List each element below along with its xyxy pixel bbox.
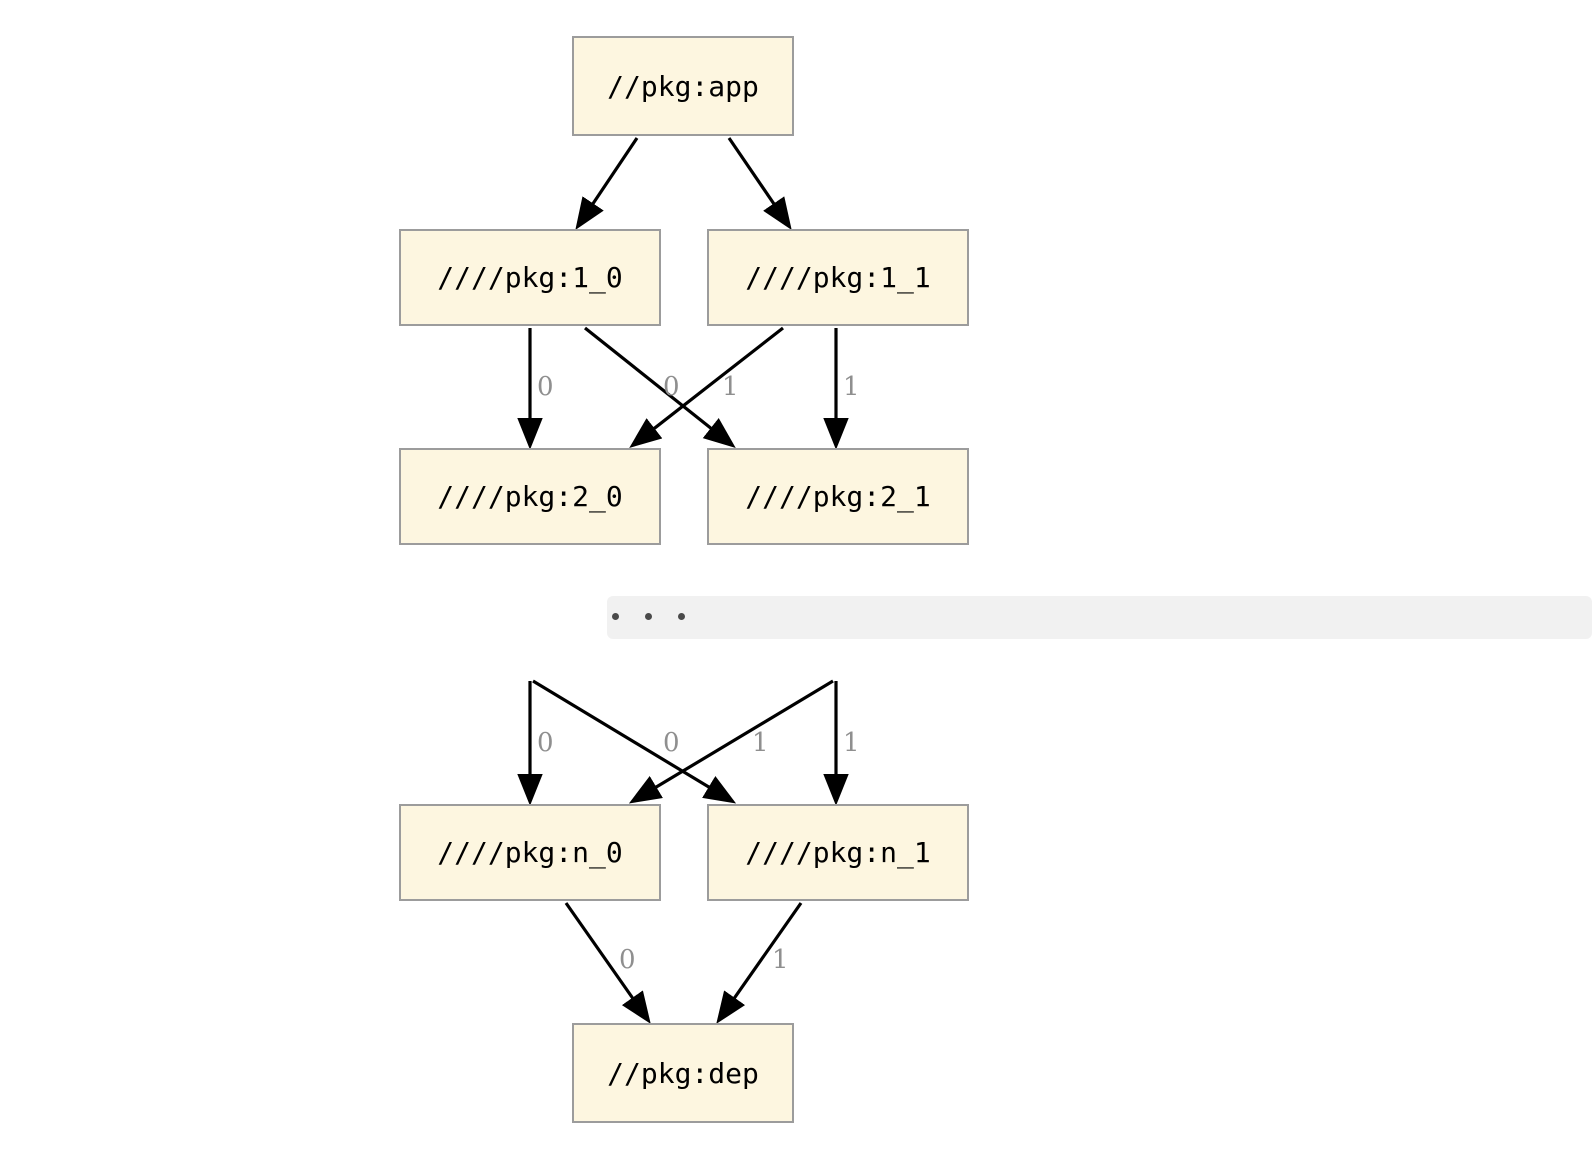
ellipsis-indicator bbox=[612, 613, 685, 620]
graph-node-l1_1[interactable]: ////pkg:1_1 bbox=[707, 229, 969, 326]
edge-label-prev2-to-n_0: 1 bbox=[752, 728, 769, 758]
edge-label-1_1-to-2_0: 1 bbox=[722, 372, 739, 402]
graph-node-l1_0[interactable]: ////pkg:1_0 bbox=[399, 229, 661, 326]
graph-node-label: ////pkg:1_0 bbox=[437, 261, 623, 294]
graph-node-label: //pkg:app bbox=[607, 69, 759, 103]
edge-label-prev2-to-n_1: 1 bbox=[843, 728, 860, 758]
edge-label-1_0-to-2_0: 0 bbox=[537, 372, 554, 402]
ellipsis-band bbox=[607, 596, 1592, 639]
ellipsis-dot bbox=[612, 613, 619, 620]
edge-label-1_0-to-2_1: 0 bbox=[663, 372, 680, 402]
edge-label-n_1-to-dep: 1 bbox=[772, 945, 789, 975]
ellipsis-dot bbox=[678, 613, 685, 620]
graph-node-label: ////pkg:n_0 bbox=[437, 836, 623, 869]
graph-node-ln_0[interactable]: ////pkg:n_0 bbox=[399, 804, 661, 901]
graph-node-label: ////pkg:n_1 bbox=[745, 836, 931, 869]
graph-node-label: ////pkg:2_1 bbox=[745, 480, 931, 513]
graph-node-dep[interactable]: //pkg:dep bbox=[572, 1023, 794, 1123]
graph-node-l2_1[interactable]: ////pkg:2_1 bbox=[707, 448, 969, 545]
graph-edge-n_0-to-dep bbox=[564, 902, 651, 1024]
graph-node-ln_1[interactable]: ////pkg:n_1 bbox=[707, 804, 969, 901]
graph-edge-1_0-to-2_1 bbox=[584, 326, 736, 448]
graph-node-label: ////pkg:2_0 bbox=[437, 480, 623, 513]
edge-label-1_1-to-2_1: 1 bbox=[843, 372, 860, 402]
graph-node-app[interactable]: //pkg:app bbox=[572, 36, 794, 136]
edge-label-prev-to-n_0: 0 bbox=[537, 728, 554, 758]
graph-edge-app-to-1_0 bbox=[575, 137, 639, 230]
graph-edge-n_1-to-dep bbox=[716, 902, 803, 1024]
graph-edge-prev-to-n_1 bbox=[532, 679, 737, 804]
graph-node-l2_0[interactable]: ////pkg:2_0 bbox=[399, 448, 661, 545]
graph-node-label: //pkg:dep bbox=[607, 1056, 759, 1090]
edge-label-n_0-to-dep: 0 bbox=[619, 945, 636, 975]
graph-edge-app-to-1_1 bbox=[727, 137, 792, 230]
graph-node-label: ////pkg:1_1 bbox=[745, 261, 931, 294]
graph-edge-1_1-to-2_0 bbox=[629, 326, 784, 448]
edge-label-prev-to-n_1: 0 bbox=[663, 728, 680, 758]
ellipsis-dot bbox=[645, 613, 652, 620]
